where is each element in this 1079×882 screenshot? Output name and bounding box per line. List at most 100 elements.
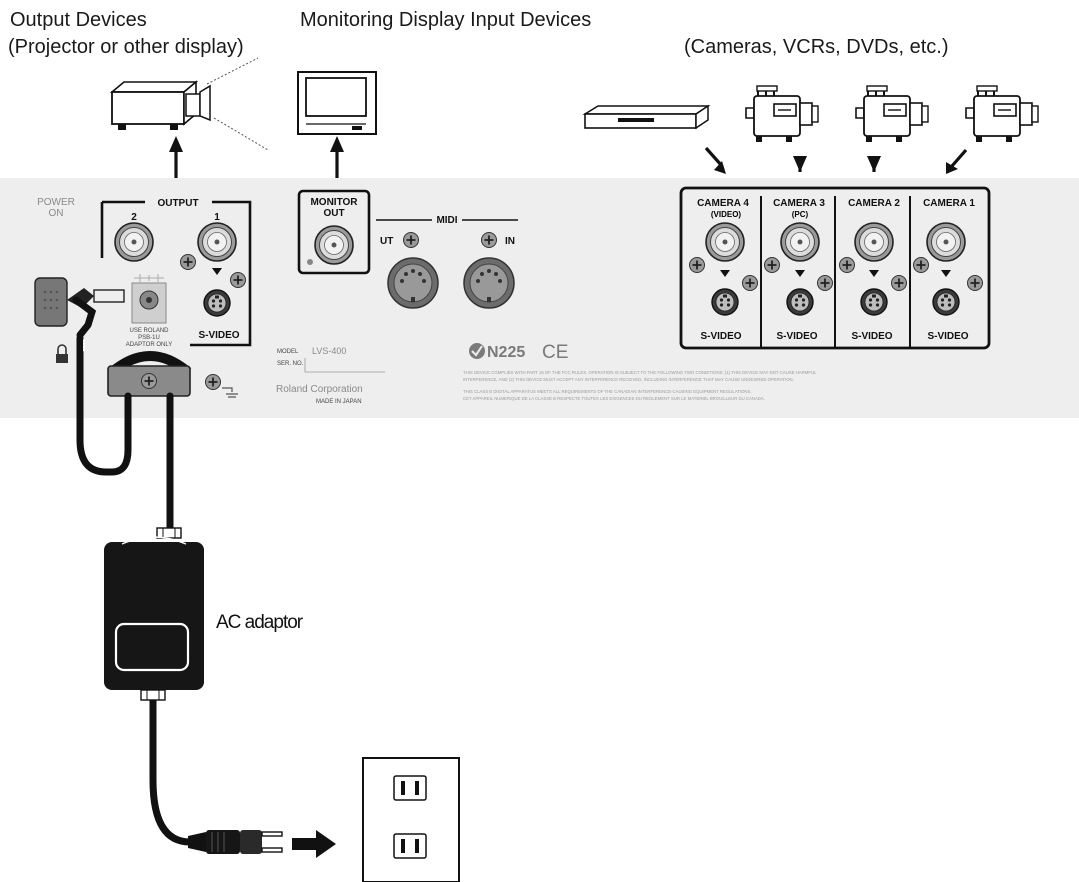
compliance-line: THIS CLASS B DIGITAL APPARATUS MEETS ALL… bbox=[463, 389, 752, 394]
dc-warning-line3: ADAPTOR ONLY bbox=[126, 342, 172, 348]
midi-group: MIDI UT IN bbox=[376, 215, 518, 309]
power-on-label: ON bbox=[49, 208, 64, 219]
camera-inputs-group bbox=[679, 186, 991, 350]
compliance-line: CET APPAREIL NUMERIQUE DE LA CLASSE B RE… bbox=[463, 396, 765, 401]
camera-1-svideo-label: S-VIDEO bbox=[927, 331, 968, 342]
ground-terminal-icon bbox=[204, 373, 238, 398]
model-plate: MODEL LVS-400 SER. NO. Roland Corporatio… bbox=[276, 346, 385, 405]
screw-icon bbox=[229, 271, 247, 289]
camera-1-input: CAMERA 1 S-VIDEO bbox=[912, 198, 984, 342]
compliance-line: INTERFERENCE, AND (2) THIS DEVICE MUST A… bbox=[463, 377, 794, 382]
triangle-icon bbox=[795, 270, 805, 277]
dc-warning-line2: PSB-1U bbox=[138, 335, 160, 341]
camera4-arrow-icon bbox=[704, 146, 726, 174]
camera-4-svideo-label: S-VIDEO bbox=[700, 331, 741, 342]
output-devices-subheading: (Projector or other display) bbox=[8, 36, 244, 58]
camera-3-svideo-label: S-VIDEO bbox=[776, 331, 817, 342]
monitor-out-group: MONITOR OUT bbox=[297, 189, 371, 275]
output-1-jack[interactable] bbox=[197, 222, 237, 262]
projector-icon bbox=[109, 57, 269, 151]
midi-in-label: IN bbox=[505, 236, 515, 247]
monitor-out-jack[interactable] bbox=[314, 225, 354, 265]
camera-3-jack[interactable] bbox=[780, 222, 820, 262]
camera-3-sub-label: (PC) bbox=[792, 210, 809, 219]
camcorder-icon bbox=[965, 85, 1039, 143]
camera3-arrow-icon bbox=[791, 154, 809, 174]
screw-icon bbox=[402, 231, 420, 249]
serial-label: SER. NO. bbox=[277, 361, 304, 367]
outlet-socket-icon bbox=[393, 775, 427, 801]
midi-label: MIDI bbox=[436, 215, 457, 226]
maker-label: Roland Corporation bbox=[276, 384, 363, 395]
model-label: MODEL bbox=[277, 349, 299, 355]
input-devices-heading: (Cameras, VCRs, DVDs, etc.) bbox=[684, 36, 948, 58]
dc-warning-line1: USE ROLAND bbox=[129, 328, 169, 334]
output-svideo-jack[interactable] bbox=[203, 289, 231, 317]
monitor-icon bbox=[297, 71, 377, 135]
made-in-label: MADE IN JAPAN bbox=[316, 399, 362, 405]
midi-in-jack[interactable] bbox=[463, 257, 515, 309]
output-group-label: OUTPUT bbox=[157, 198, 198, 209]
midi-out-jack[interactable] bbox=[387, 257, 439, 309]
dc-in-area: USE ROLAND PSB-1U ADAPTOR ONLY bbox=[34, 274, 172, 348]
camera-3-svideo-jack[interactable] bbox=[786, 288, 814, 316]
output-svideo-label: S-VIDEO bbox=[198, 330, 239, 341]
camcorder-icon bbox=[745, 85, 819, 143]
camera-4-svideo-jack[interactable] bbox=[711, 288, 739, 316]
camera-3-label: CAMERA 3 bbox=[773, 198, 825, 209]
camera-4-label: CAMERA 4 bbox=[697, 198, 749, 209]
compliance-text: THIS DEVICE COMPLIES WITH PART 15 OF THE… bbox=[463, 370, 817, 401]
monitoring-heading: Monitoring Display Input Devices bbox=[300, 9, 591, 31]
plug-arrow-icon bbox=[292, 830, 336, 858]
camera-1-svideo-jack[interactable] bbox=[932, 288, 960, 316]
camera-3-input: CAMERA 3 (PC) S-VIDEO bbox=[763, 198, 834, 342]
camera-1-label: CAMERA 1 bbox=[923, 198, 975, 209]
monitor-out-sub-label: OUT bbox=[323, 208, 344, 219]
ac-adaptor-icon bbox=[104, 527, 204, 701]
ground-dot-icon bbox=[307, 259, 313, 265]
ce-mark: CE bbox=[542, 342, 568, 363]
certification-marks: N225 CE bbox=[469, 342, 568, 363]
camera-2-label: CAMERA 2 bbox=[848, 198, 900, 209]
power-cable bbox=[76, 334, 209, 846]
output-arrow-icon bbox=[169, 136, 183, 178]
output-1-label: 1 bbox=[214, 212, 220, 223]
cable-clamp-icon bbox=[107, 351, 192, 397]
power-label: POWER bbox=[37, 197, 75, 208]
camera-4-sub-label: (VIDEO) bbox=[711, 210, 742, 219]
output-group: OUTPUT 2 1 S-VIDEO bbox=[100, 198, 252, 347]
camera1-arrow-icon bbox=[946, 148, 968, 174]
ctick-icon bbox=[469, 343, 485, 359]
camera-2-svideo-jack[interactable] bbox=[860, 288, 888, 316]
triangle-icon bbox=[941, 270, 951, 277]
camera-4-input: CAMERA 4 (VIDEO) S-VIDEO bbox=[688, 198, 759, 342]
monitor-arrow-icon bbox=[330, 136, 344, 178]
ac-adaptor-label: AC adaptor bbox=[216, 612, 304, 633]
midi-out-label: UT bbox=[380, 236, 393, 247]
outlet-socket-icon bbox=[393, 833, 427, 859]
screw-icon bbox=[816, 274, 834, 292]
camera-4-jack[interactable] bbox=[705, 222, 745, 262]
camera-2-svideo-label: S-VIDEO bbox=[851, 331, 892, 342]
screw-icon bbox=[912, 256, 930, 274]
output-devices-heading: Output Devices bbox=[10, 9, 147, 31]
output-2-jack[interactable] bbox=[114, 222, 154, 262]
compliance-line: THIS DEVICE COMPLIES WITH PART 15 OF THE… bbox=[463, 370, 817, 375]
cert-label: N225 bbox=[487, 344, 525, 361]
camera-1-jack[interactable] bbox=[926, 222, 966, 262]
output-2-label: 2 bbox=[131, 212, 137, 223]
camera-2-jack[interactable] bbox=[854, 222, 894, 262]
screw-icon bbox=[838, 256, 856, 274]
monitor-out-label: MONITOR bbox=[310, 197, 358, 208]
lock-icon bbox=[56, 344, 68, 363]
camera2-arrow-icon bbox=[865, 154, 883, 174]
power-plug-icon bbox=[34, 277, 68, 327]
camera-2-input: CAMERA 2 S-VIDEO bbox=[838, 198, 908, 342]
wall-outlet-icon bbox=[362, 757, 460, 882]
screw-icon bbox=[480, 231, 498, 249]
screw-icon bbox=[688, 256, 706, 274]
screw-icon bbox=[966, 274, 984, 292]
screw-icon bbox=[763, 256, 781, 274]
screw-icon bbox=[890, 274, 908, 292]
